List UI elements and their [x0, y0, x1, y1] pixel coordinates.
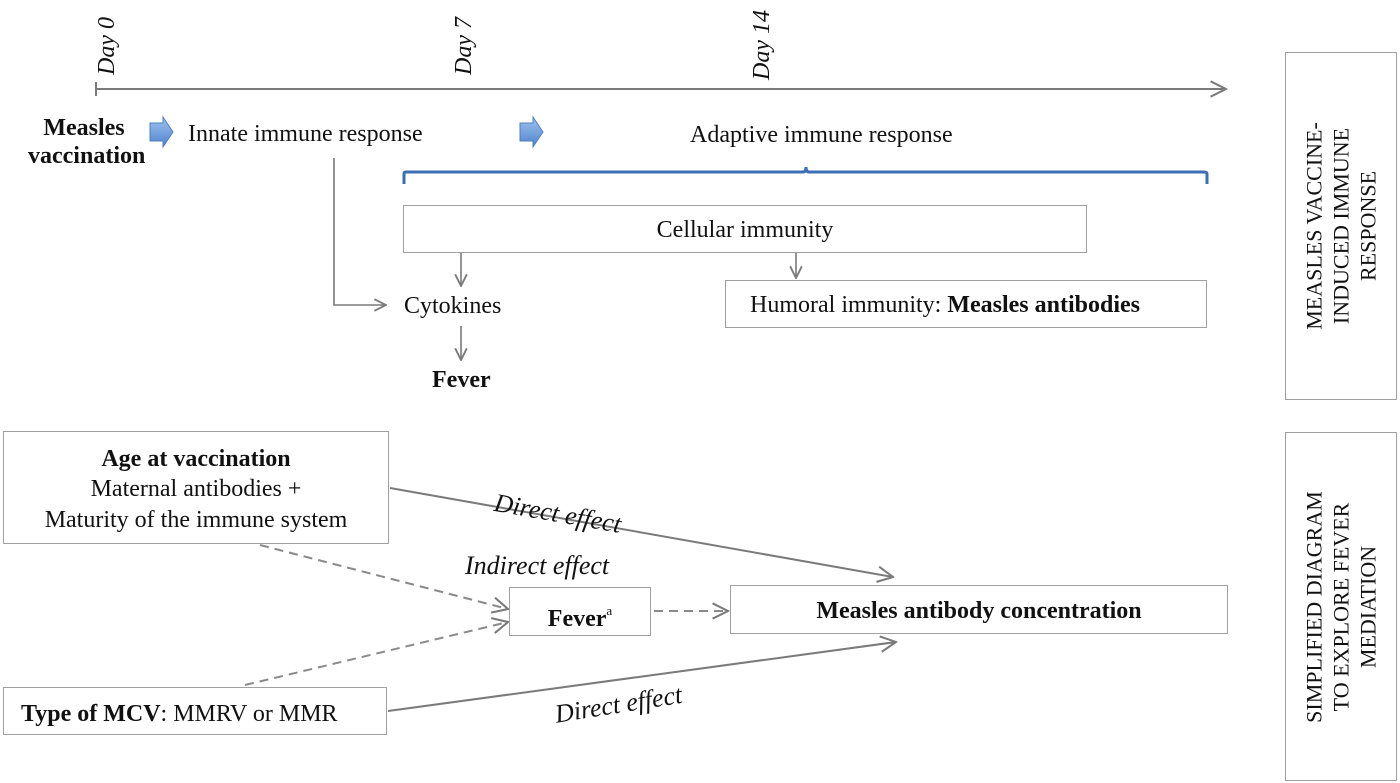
day-7-label: Day 7: [451, 17, 477, 75]
timeline: [95, 82, 1226, 96]
indirect-effect-label: Indirect effect: [465, 551, 610, 580]
fever-top-label: Fever: [432, 367, 491, 393]
cellular-immunity-label: Cellular immunity: [656, 217, 834, 243]
type-of-mcv-rest: : MMRV or MMR: [160, 701, 338, 727]
day-0-label: Day 0: [94, 17, 120, 75]
side-label-fever-mediation: SIMPLIFIED DIAGRAM TO EXPLORE FEVER MEDI…: [1285, 432, 1397, 781]
day-14-label: Day 14: [749, 10, 775, 80]
side-top-line-3: RESPONSE: [1355, 170, 1381, 282]
side-bottom-line-3: MEDIATION: [1355, 545, 1381, 668]
vaccination-line-2: vaccination: [28, 143, 146, 169]
fever-box-label: Fevera: [510, 599, 650, 633]
humoral-prefix: Humoral immunity:: [750, 292, 948, 318]
measles-antibody-concentration-box: Measles antibody concentration: [730, 585, 1228, 634]
mcv-to-fever-arrow: [244, 622, 508, 686]
innate-to-cytokines-arrow: [333, 158, 386, 305]
mcv-direct-effect-arrow: [387, 642, 896, 712]
side-bottom-line-1: SIMPLIFIED DIAGRAM: [1301, 490, 1327, 723]
measles-antibody-concentration-label: Measles antibody concentration: [816, 598, 1142, 624]
fever-box: Fevera: [509, 587, 651, 636]
side-label-immune-response-text: MEASLES VACCINE- INDUCED IMMUNE RESPONSE: [1301, 122, 1382, 330]
side-top-line-2: INDUCED IMMUNE: [1328, 127, 1354, 325]
chevron-arrow-icon: [519, 115, 544, 149]
measles-vaccination-label: Measles vaccination: [28, 114, 145, 170]
fever-text: Fever: [547, 606, 607, 632]
age-at-vaccination-box: Age at vaccination Maternal antibodies +…: [3, 431, 389, 544]
vaccination-line-1: Measles: [43, 115, 125, 141]
fever-superscript: a: [606, 603, 613, 618]
side-label-fever-mediation-text: SIMPLIFIED DIAGRAM TO EXPLORE FEVER MEDI…: [1301, 491, 1382, 723]
cellular-immunity-box: Cellular immunity: [403, 205, 1087, 253]
type-of-mcv-label: Type of MCV: MMRV or MMR: [21, 700, 338, 728]
side-bottom-line-2: TO EXPLORE FEVER: [1328, 502, 1354, 711]
measles-antibodies-text: Measles antibodies: [947, 292, 1140, 318]
chevron-arrow-icon: [149, 115, 174, 149]
innate-immune-response-label: Innate immune response: [188, 121, 423, 147]
type-of-mcv-box: Type of MCV: MMRV or MMR: [3, 687, 387, 735]
adaptive-immune-response-label: Adaptive immune response: [690, 122, 953, 148]
type-of-mcv-bold: Type of MCV: [21, 701, 161, 727]
maturity-immune-system-text: Maturity of the immune system: [44, 507, 348, 533]
humoral-immunity-box: Humoral immunity: Measles antibodies: [725, 280, 1207, 328]
side-top-line-1: MEASLES VACCINE-: [1301, 122, 1327, 330]
age-at-vaccination-title: Age at vaccination: [101, 446, 291, 472]
age-indirect-effect-arrow: [259, 544, 508, 609]
side-label-immune-response: MEASLES VACCINE- INDUCED IMMUNE RESPONSE: [1285, 52, 1397, 400]
humoral-immunity-label: Humoral immunity: Measles antibodies: [750, 291, 1140, 319]
adaptive-bracket: [402, 166, 1209, 184]
age-direct-effect-arrow: [389, 487, 893, 577]
cytokines-label: Cytokines: [404, 293, 502, 319]
maternal-antibodies-text: Maternal antibodies +: [90, 476, 302, 502]
